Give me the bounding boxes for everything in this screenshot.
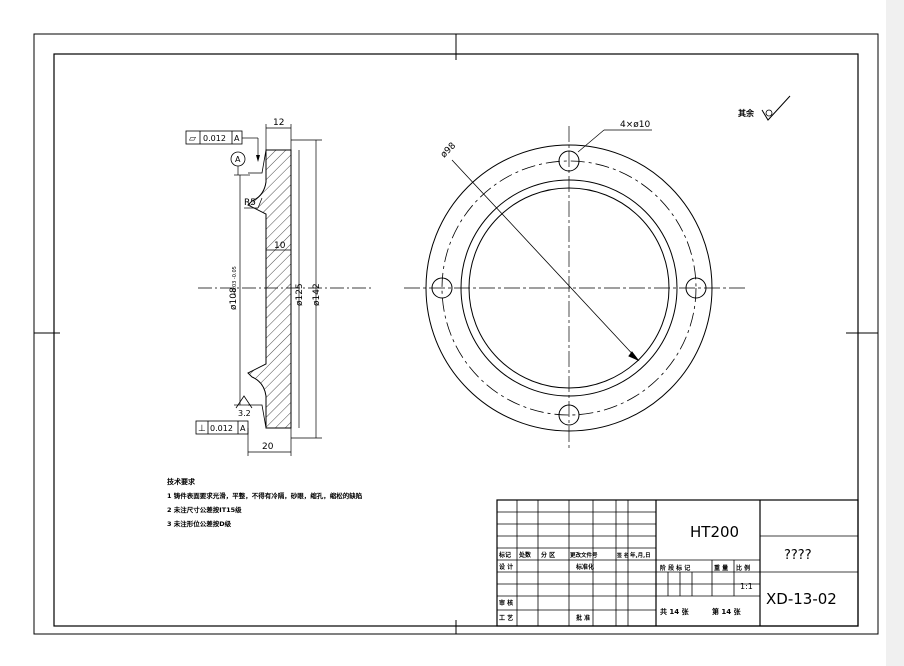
- note-2: 2 未注尺寸公差按IT15级: [167, 505, 242, 514]
- roughness-symbol: [235, 395, 253, 409]
- scale-value: 1:1: [740, 582, 753, 591]
- material: HT200: [690, 523, 739, 541]
- flatness-symbol: ⏥: [189, 134, 196, 144]
- dim-radius: R5: [244, 198, 256, 208]
- drawing-number: XD-13-02: [766, 590, 837, 608]
- plan-view: [404, 126, 748, 450]
- other-finish-label: 其余: [738, 108, 755, 118]
- sheet-number: 第 14 张: [712, 607, 742, 616]
- title-block: [496, 499, 859, 627]
- datum-label: A: [235, 155, 241, 164]
- notes-title: 技术要求: [167, 477, 196, 486]
- roughness-value: 3.2: [238, 409, 251, 418]
- dim-inner-width: 10: [274, 241, 286, 251]
- flatness-frame: [185, 130, 243, 145]
- dim-tol-108: +0.03 -0.05: [232, 266, 238, 296]
- part-name: ????: [784, 548, 812, 563]
- rev-header-1: 处数: [518, 551, 532, 559]
- note-3: 3 未注形位公差按D级: [167, 519, 232, 528]
- rev-header-2: 分 区: [541, 551, 555, 559]
- title-block-text: 标记 处数 分 区 更改文件号 签 名 年,月,日 设 计 标准化 审 核 工 …: [498, 523, 837, 622]
- hole-callout: 4×ø10: [620, 120, 650, 130]
- standardization-label: 标准化: [575, 563, 594, 571]
- perpendicularity-tolerance: 0.012: [210, 424, 233, 433]
- design-label: 设 计: [499, 563, 513, 571]
- scale-header: 比 例: [736, 564, 750, 572]
- review-label: 审 核: [499, 599, 513, 607]
- note-1: 1 铸件表面要求光滑，平整，不得有冷隔，砂眼，缩孔，缩松的缺陷: [167, 491, 363, 500]
- sheet-total: 共 14 张: [660, 607, 690, 616]
- weight-header: 重 量: [714, 564, 728, 572]
- perpendicularity-datum: A: [240, 424, 246, 433]
- rev-header-4: 签 名: [616, 552, 629, 559]
- approve-label: 批 准: [576, 614, 590, 622]
- dim-diameter-108: ø108: [229, 287, 239, 310]
- rev-header-5: 年,月,日: [630, 551, 651, 559]
- stage-header: 阶 段 标 记: [660, 564, 690, 572]
- process-label: 工 艺: [499, 614, 513, 622]
- outer-border: [33, 33, 879, 635]
- rev-header-3: 更改文件号: [570, 551, 598, 559]
- other-finish-symbol: [761, 95, 791, 121]
- rev-header-0: 标记: [498, 551, 511, 559]
- flatness-tolerance: 0.012: [203, 134, 226, 143]
- dim-diameter-142: ø142: [312, 283, 322, 306]
- dim-diameter-125: ø125: [295, 283, 305, 306]
- perpendicularity-frame: [195, 420, 249, 435]
- bolt-circle: [441, 160, 697, 416]
- section-body: [247, 149, 292, 429]
- section-view: 12 10 20 ø108 +0.03 -0.05 ø125 ø142 R5 ⏥…: [185, 118, 372, 456]
- technical-notes: 技术要求 1 铸件表面要求光滑，平整，不得有冷隔，砂眼，缩孔，缩松的缺陷 2 未…: [167, 477, 363, 528]
- perpendicularity-symbol: ⊥: [198, 424, 206, 434]
- flatness-datum: A: [234, 134, 240, 143]
- pcd-callout: ø98: [439, 141, 458, 160]
- dim-bottom-width: 20: [262, 442, 274, 452]
- vertical-scrollbar[interactable]: [886, 0, 904, 666]
- dim-top-width: 12: [273, 118, 284, 128]
- centering-marks: [34, 34, 878, 634]
